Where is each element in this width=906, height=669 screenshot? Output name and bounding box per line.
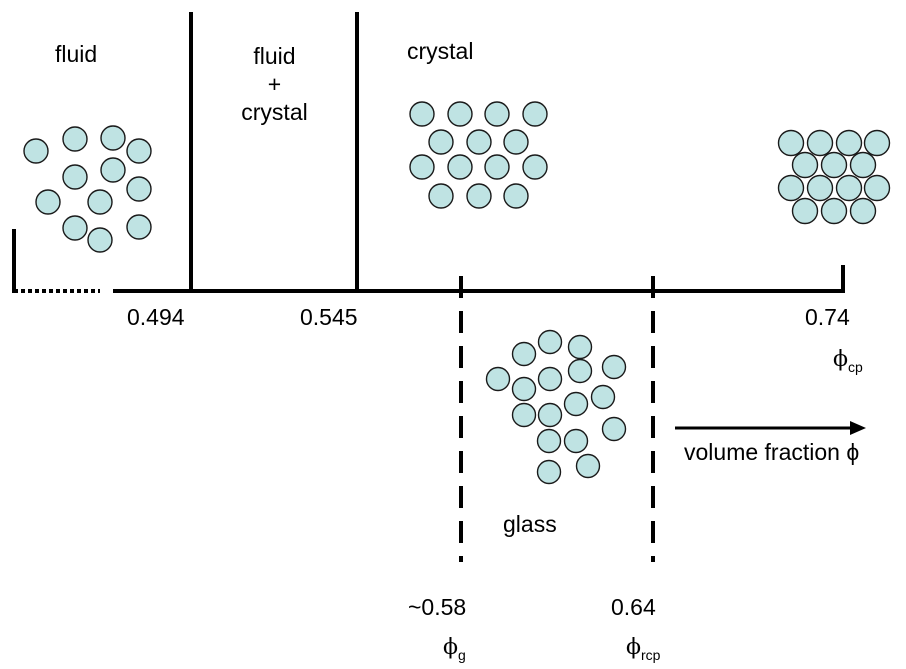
phi-glyph: ϕ	[626, 635, 641, 660]
coexistence-label-line2: +	[267, 71, 282, 97]
sphere-particle-icon	[777, 129, 805, 157]
sphere-particle-icon	[777, 174, 805, 202]
sphere-particle-icon	[511, 341, 537, 367]
tick-label-058: ~0.58	[408, 594, 467, 620]
sphere-particle-icon	[791, 151, 819, 179]
sphere-particle-icon	[849, 197, 877, 225]
coexistence-label-line3: crystal	[241, 99, 308, 125]
sphere-particle-icon	[511, 376, 537, 402]
sphere-particle-icon	[522, 154, 548, 180]
sphere-particle-icon	[601, 354, 627, 380]
fluid-region-label: fluid	[55, 41, 98, 67]
phi-glyph: ϕ	[833, 347, 848, 372]
sphere-particle-icon	[567, 358, 593, 384]
tick-label-074: 0.74	[805, 304, 850, 330]
sphere-particle-icon	[863, 174, 891, 202]
sphere-particle-icon	[835, 174, 863, 202]
tick-label-0545: 0.545	[300, 304, 358, 330]
sphere-particle-icon	[522, 101, 548, 127]
sphere-particle-icon	[537, 329, 563, 355]
coexistence-region-label: fluid + crystal	[222, 42, 327, 126]
sphere-particle-icon	[126, 214, 152, 240]
phi-g-symbol: ϕg	[443, 634, 466, 669]
sphere-particle-icon	[791, 197, 819, 225]
sphere-particle-icon	[447, 101, 473, 127]
phi-cp-symbol: ϕcp	[833, 346, 863, 381]
sphere-particle-icon	[466, 183, 492, 209]
right-arrow-icon	[675, 421, 866, 435]
crystal-region-label: crystal	[407, 38, 474, 64]
sphere-particle-icon	[503, 183, 529, 209]
sphere-particle-icon	[62, 164, 88, 190]
sphere-particle-icon	[806, 129, 834, 157]
sphere-particle-icon	[835, 129, 863, 157]
sphere-particle-icon	[863, 129, 891, 157]
sphere-particle-icon	[428, 129, 454, 155]
tick-label-064: 0.64	[611, 594, 656, 620]
coexistence-label-line1: fluid	[253, 43, 296, 69]
sphere-particle-icon	[447, 154, 473, 180]
sphere-particle-icon	[484, 101, 510, 127]
sphere-particle-icon	[466, 129, 492, 155]
sphere-particle-icon	[23, 138, 49, 164]
sphere-particle-icon	[820, 197, 848, 225]
sphere-particle-icon	[820, 151, 848, 179]
tick-label-0494: 0.494	[127, 304, 185, 330]
volume-fraction-axis-label: volume fraction ϕ	[684, 439, 860, 465]
crystal-particles	[409, 101, 548, 209]
sphere-particle-icon	[537, 402, 563, 428]
phi-cp-subscript: cp	[848, 359, 863, 375]
sphere-particle-icon	[806, 174, 834, 202]
sphere-particle-icon	[511, 402, 537, 428]
sphere-particle-icon	[87, 189, 113, 215]
sphere-particle-icon	[100, 157, 126, 183]
sphere-particle-icon	[849, 151, 877, 179]
sphere-particle-icon	[563, 391, 589, 417]
sphere-particle-icon	[567, 334, 593, 360]
phi-rcp-symbol: ϕrcp	[626, 634, 660, 669]
phi-glyph: ϕ	[443, 635, 458, 660]
sphere-particle-icon	[409, 154, 435, 180]
sphere-particle-icon	[428, 183, 454, 209]
sphere-particle-icon	[126, 138, 152, 164]
sphere-particle-icon	[536, 428, 562, 454]
sphere-particle-icon	[503, 129, 529, 155]
sphere-particle-icon	[62, 215, 88, 241]
fluid-particles	[23, 125, 152, 253]
sphere-particle-icon	[575, 453, 601, 479]
sphere-particle-icon	[484, 154, 510, 180]
sphere-particle-icon	[537, 366, 563, 392]
sphere-particle-icon	[536, 459, 562, 485]
sphere-particle-icon	[35, 189, 61, 215]
sphere-particle-icon	[62, 126, 88, 152]
sphere-particle-icon	[590, 384, 616, 410]
glass-region-label: glass	[503, 511, 557, 537]
glass-particles	[485, 329, 627, 485]
sphere-particle-icon	[601, 416, 627, 442]
sphere-particle-icon	[87, 227, 113, 253]
phi-g-subscript: g	[458, 647, 466, 663]
sphere-particle-icon	[563, 428, 589, 454]
sphere-particle-icon	[409, 101, 435, 127]
sphere-particle-icon	[100, 125, 126, 151]
sphere-particle-icon	[126, 176, 152, 202]
phi-rcp-subscript: rcp	[641, 647, 661, 663]
sphere-particle-icon	[485, 366, 511, 392]
close-packed-particles	[777, 129, 891, 225]
